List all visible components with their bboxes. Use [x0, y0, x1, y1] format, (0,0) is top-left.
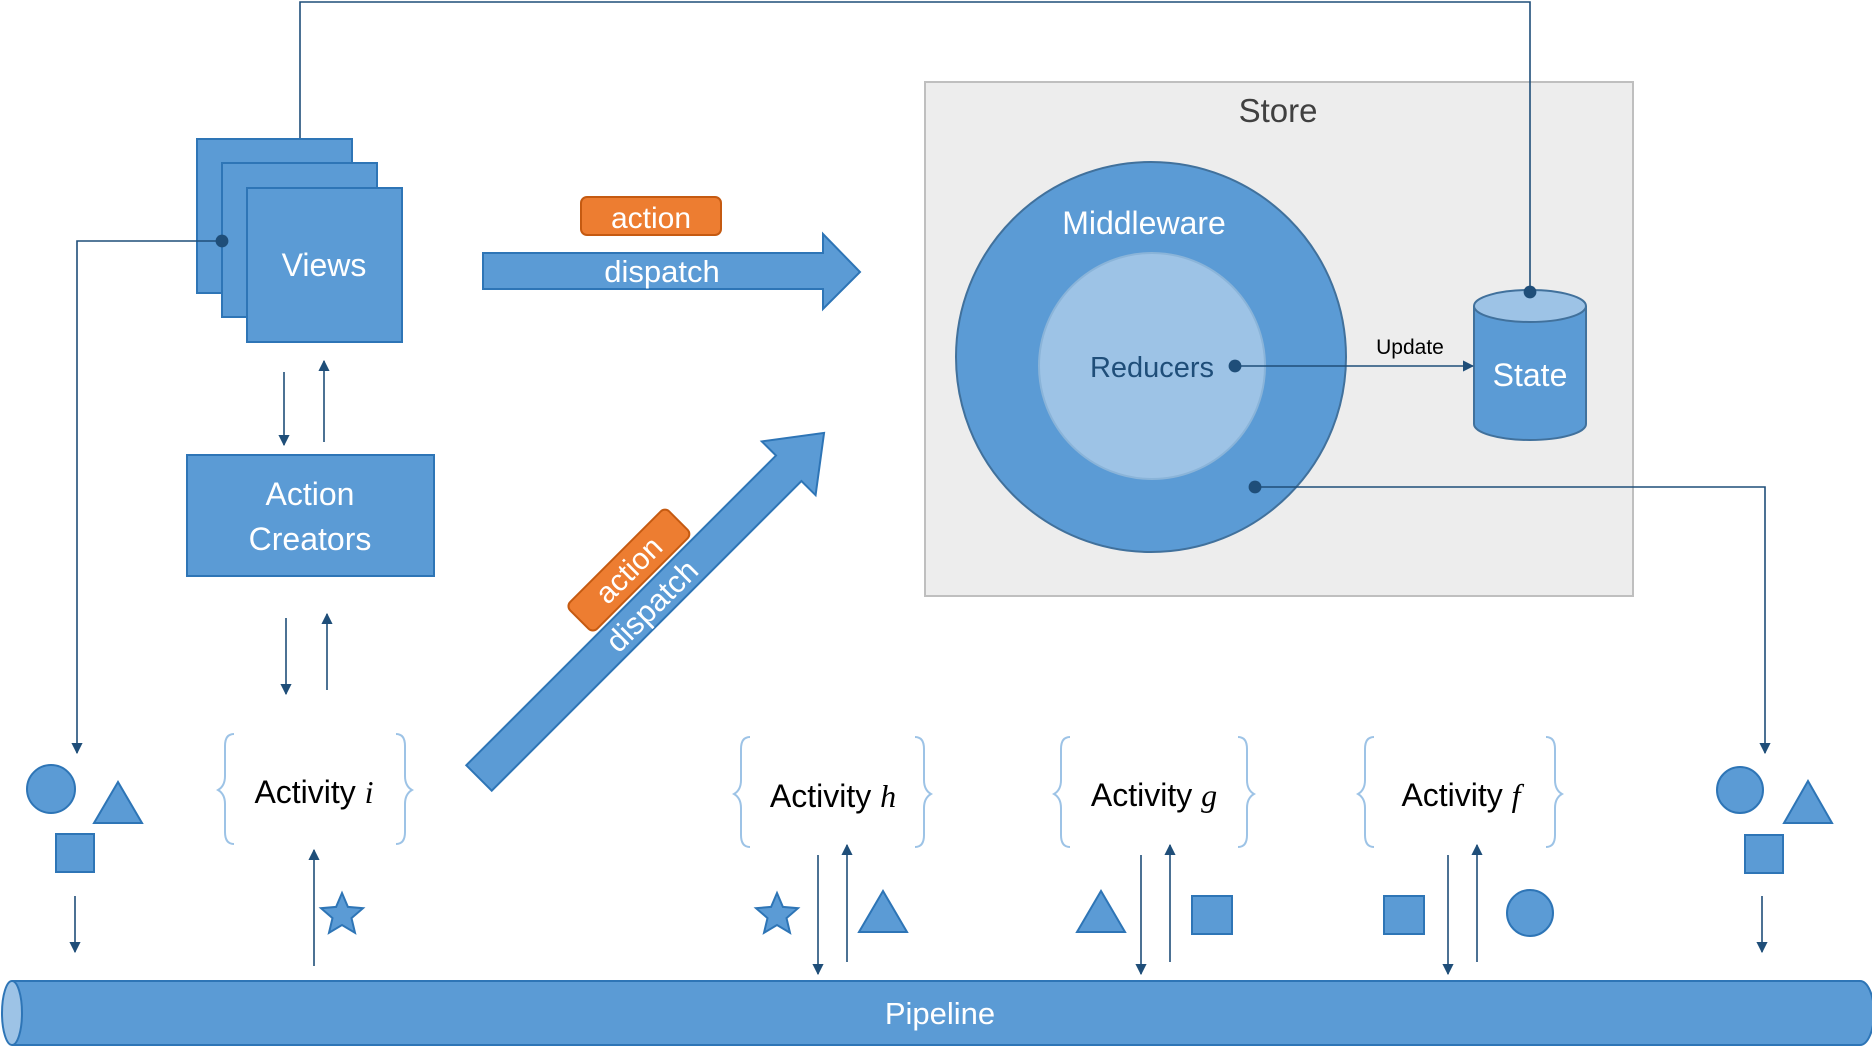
activity-f-label: Activity f — [1401, 777, 1524, 813]
square-icon — [1191, 895, 1233, 935]
views-label: Views — [282, 247, 367, 283]
activity-h-label: Activity h — [770, 778, 896, 814]
action-badge-diagonal — [567, 508, 691, 632]
dispatch-arrow-top — [482, 231, 862, 312]
reducers-label: Reducers — [1090, 352, 1214, 384]
activity-i-label: Activity i — [254, 774, 373, 810]
activity-g-label: Activity g — [1091, 777, 1217, 813]
dispatch-top-label: dispatch — [604, 254, 719, 289]
star-icon — [318, 890, 366, 935]
pipeline — [1, 980, 1872, 1046]
square-icon — [1744, 834, 1784, 874]
circle-icon — [1716, 766, 1764, 814]
state-label: State — [1493, 357, 1568, 393]
square-icon — [55, 833, 95, 873]
middleware-label: Middleware — [1062, 205, 1226, 241]
circle-icon — [26, 764, 76, 814]
views-stack — [196, 138, 403, 343]
action-badge-top — [580, 196, 722, 236]
pipeline-label: Pipeline — [885, 996, 995, 1031]
update-label: Update — [1376, 336, 1444, 359]
triangle-icon — [1075, 889, 1127, 933]
action-creators-box — [186, 454, 435, 577]
dispatch-arrow-diagonal: dispatch action — [464, 431, 826, 793]
action-creators-line1: Action — [266, 476, 355, 512]
triangle-icon — [92, 780, 144, 824]
activity-i: Activity i — [215, 733, 415, 845]
middleware-to-shapes-line — [1248, 480, 1771, 755]
action-creators-line2: Creators — [249, 521, 372, 557]
activity-f: Activity f — [1355, 736, 1565, 848]
circle-icon — [1506, 889, 1554, 937]
activity-g: Activity g — [1051, 736, 1257, 848]
activity-h: Activity h — [731, 736, 934, 848]
star-icon — [753, 890, 801, 935]
views-to-shapes-line — [71, 234, 229, 755]
state-to-views-line — [294, 1, 1537, 299]
store-title: Store — [1239, 92, 1318, 129]
triangle-icon — [1782, 778, 1834, 824]
square-icon — [1383, 895, 1425, 935]
action-top-label: action — [611, 202, 691, 235]
triangle-icon — [857, 889, 909, 933]
